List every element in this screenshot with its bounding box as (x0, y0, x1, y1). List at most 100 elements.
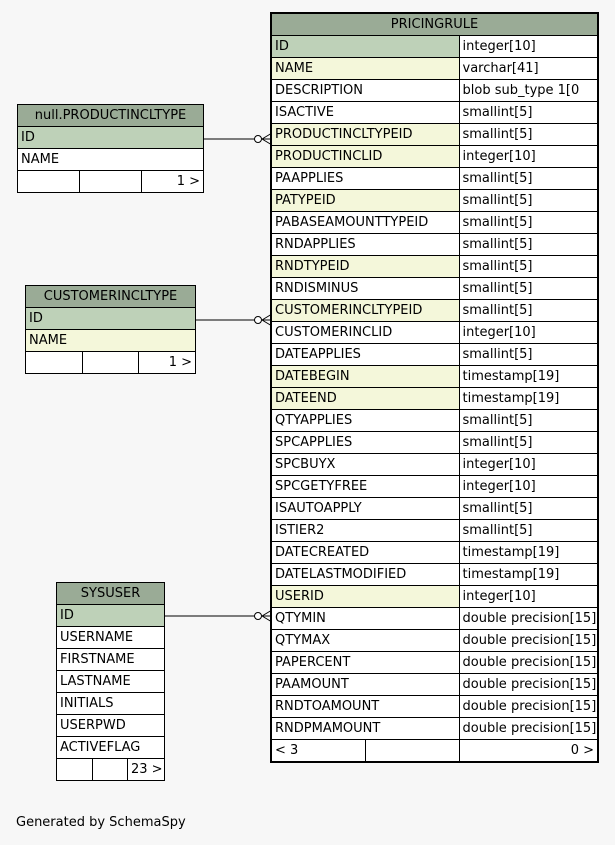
column-type: smallint[5] (458, 189, 599, 212)
column-type: smallint[5] (458, 211, 599, 234)
column-row[interactable]: ID (56, 604, 165, 627)
column-name: DATEEND (270, 387, 460, 410)
column-row[interactable]: NAME (24, 329, 197, 352)
column-name: RNDTYPEID (270, 255, 460, 278)
column-row[interactable]: USERPWD (56, 714, 165, 737)
column-type: smallint[5] (458, 409, 599, 432)
column-name: SPCBUYX (270, 453, 460, 476)
column-row[interactable]: ACTIVEFLAG (56, 736, 165, 759)
column-name: ISACTIVE (270, 101, 460, 124)
column-name: QTYAPPLIES (270, 409, 460, 432)
table-title[interactable]: PRICINGRULE (270, 12, 599, 36)
column-name: SPCAPPLIES (270, 431, 460, 454)
column-name: RNDPMAMOUNT (270, 717, 460, 740)
column-name: RNDISMINUS (270, 277, 460, 300)
table-footer-cell (92, 758, 128, 781)
column-row[interactable]: USERNAME (56, 626, 165, 649)
column-type: double precision[15] (458, 717, 599, 740)
table-title[interactable]: SYSUSER (56, 582, 165, 605)
column-name: RNDAPPLIES (270, 233, 460, 256)
column-row[interactable]: LASTNAME (56, 670, 165, 693)
column-type: smallint[5] (458, 101, 599, 124)
column-name: PRODUCTINCLTYPEID (270, 123, 460, 146)
column-type: integer[10] (458, 145, 599, 168)
table-title[interactable]: null.PRODUCTINCLTYPE (16, 104, 205, 127)
column-name: INITIALS (56, 692, 165, 715)
column-type: double precision[15] (458, 673, 599, 696)
column-name: NAME (270, 57, 460, 80)
column-type: timestamp[19] (458, 365, 599, 388)
column-name: DATELASTMODIFIED (270, 563, 460, 586)
table-footer-right: 1 > (137, 351, 197, 374)
column-type: integer[10] (458, 585, 599, 608)
column-row[interactable]: NAME (16, 148, 205, 171)
column-name: USERNAME (56, 626, 165, 649)
column-name: QTYMAX (270, 629, 460, 652)
column-name: ACTIVEFLAG (56, 736, 165, 759)
column-name: DESCRIPTION (270, 79, 460, 102)
column-row[interactable]: INITIALS (56, 692, 165, 715)
column-name: NAME (16, 148, 205, 171)
column-type: double precision[15] (458, 629, 599, 652)
column-type: integer[10] (458, 35, 599, 58)
column-row[interactable]: ID (16, 126, 205, 149)
column-type: smallint[5] (458, 233, 599, 256)
column-type: smallint[5] (458, 255, 599, 278)
column-type: varchar[41] (458, 57, 599, 80)
column-name: DATEBEGIN (270, 365, 460, 388)
edge-sysuser (164, 609, 273, 623)
column-row[interactable]: ID (24, 307, 197, 330)
generated-by-label: Generated by SchemaSpy (16, 815, 186, 830)
table-footer-cell (82, 351, 139, 374)
column-name: PAPERCENT (270, 651, 460, 674)
table-footer-left: < 3 (270, 739, 366, 763)
column-name: ID (56, 604, 165, 627)
table-title[interactable]: CUSTOMERINCLTYPE (24, 285, 197, 308)
edge-customerincltype (195, 313, 273, 327)
table-footer-right: 1 > (140, 170, 205, 193)
column-row[interactable]: FIRSTNAME (56, 648, 165, 671)
column-type: smallint[5] (458, 519, 599, 542)
column-name: SPCGETYFREE (270, 475, 460, 498)
column-type: double precision[15] (458, 695, 599, 718)
table-footer-right: 23 > (127, 758, 165, 781)
column-type: smallint[5] (458, 497, 599, 520)
table-footer-cell (79, 170, 142, 193)
